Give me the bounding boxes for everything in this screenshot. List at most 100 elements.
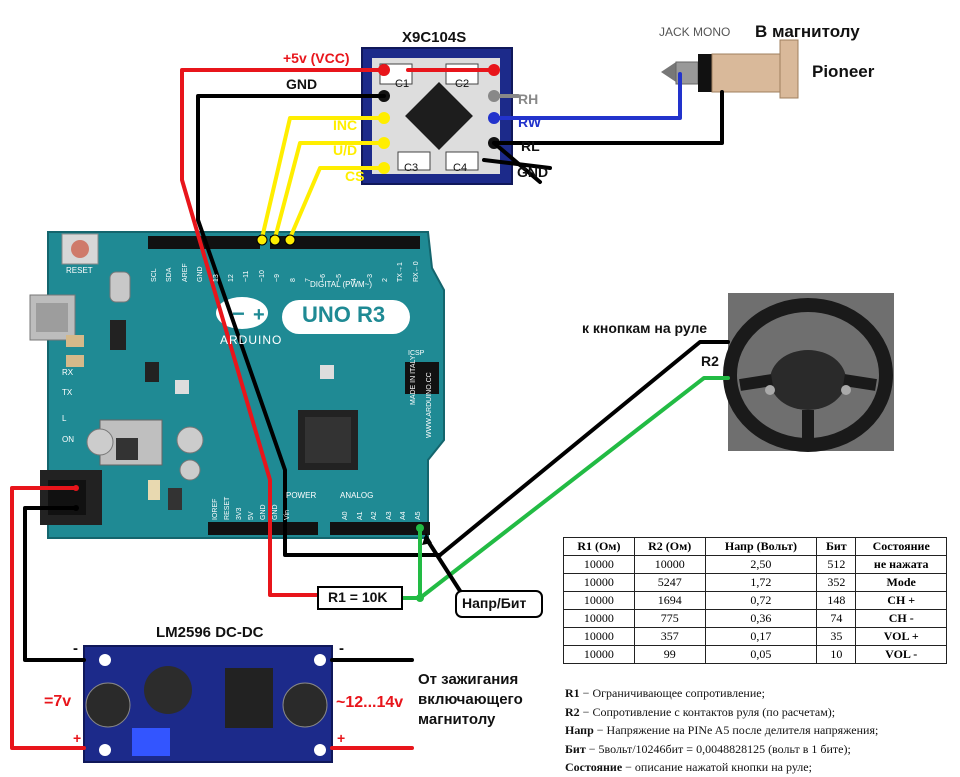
wire-cs	[288, 166, 386, 240]
pin-label: ~6	[320, 274, 328, 282]
label-rw: RW	[518, 114, 542, 130]
legend-item: Напр − Напряжение на PINe A5 после делит…	[565, 721, 955, 740]
wire-rl	[492, 90, 724, 145]
table-cell: 2,50	[704, 555, 818, 574]
table-cell: VOL +	[855, 627, 947, 646]
label-rh: RH	[518, 91, 539, 107]
steering-wheel-image	[723, 293, 894, 452]
ignition-label: От зажигания включающего магнитолу	[418, 670, 523, 730]
ignition-line-1: От зажигания	[418, 671, 519, 688]
label-gnd-top: GND	[286, 76, 318, 92]
legend: R1 − Ограничивающее сопротивление; R2 − …	[565, 684, 955, 777]
pin-label: TX→1	[397, 262, 405, 282]
r1-box	[317, 586, 403, 610]
pin-label: A1	[356, 511, 364, 520]
pin-label: IOREF	[212, 498, 219, 520]
r1-label: R1 = 10K	[328, 589, 388, 605]
board-site-label: WWW.ARDUINO.CC	[426, 372, 433, 438]
pin-label: GND	[197, 266, 205, 282]
table-cell: 10000	[563, 609, 635, 628]
board-on-label: ON	[62, 435, 74, 444]
svg-text:+: +	[253, 304, 265, 326]
legend-item: R2 − Сопротивление с контактов руля (по …	[565, 703, 955, 722]
pin-label: ~9	[274, 274, 282, 282]
pin-label: ~10	[258, 270, 266, 282]
table-cell: CH -	[855, 609, 947, 628]
label-c2: C2	[455, 78, 470, 90]
table-cell: 10000	[633, 555, 706, 574]
pin-label: A0	[342, 511, 349, 520]
table-cell: CH +	[855, 591, 947, 610]
pin-label: 4	[351, 278, 359, 282]
header-napr: Напр (Вольт)	[704, 537, 818, 556]
pin-label: 3V3	[236, 507, 243, 520]
legend-text: − Напряжение на PINe A5 после делителя н…	[593, 723, 879, 737]
legend-item: Бит − 5вольт/10246бит = 0,0048828125 (во…	[565, 740, 955, 759]
legend-text: − 5вольт/10246бит = 0,0048828125 (вольт …	[585, 741, 851, 756]
pin-label: RESET	[224, 496, 231, 520]
jack-label: JACK MONO	[659, 25, 731, 39]
table-cell: 357	[633, 627, 706, 646]
table-cell: 10000	[563, 627, 635, 646]
arduino-board: − +	[29, 231, 445, 539]
radio-label-line2: Pioneer	[812, 62, 875, 81]
board-rx-label: RX	[62, 368, 74, 377]
dcdc-minus-right: -	[339, 640, 344, 657]
table-cell: 775	[633, 609, 706, 628]
board-icsp-label: ICSP	[408, 350, 425, 357]
pin-label: ~3	[366, 274, 374, 282]
napr-label: Напр/Бит	[462, 595, 527, 611]
header-r2: R2 (Ом)	[633, 537, 706, 556]
legend-key: Состояние	[565, 760, 623, 774]
pin-label: GND	[260, 504, 267, 520]
pin-label: 12	[228, 274, 235, 282]
board-tx-label: TX	[62, 388, 73, 397]
table-cell: 5247	[633, 573, 706, 592]
board-model: UNO R3	[302, 302, 386, 327]
pin-label: A4	[400, 511, 407, 520]
dcdc-plus-left: +	[73, 730, 82, 746]
x9c104s-module	[361, 47, 513, 185]
table-cell: 1,72	[704, 573, 818, 592]
wire-ps-plus	[10, 486, 86, 750]
legend-key: Напр	[565, 723, 594, 737]
label-c1: C1	[395, 78, 410, 90]
legend-text: − Сопротивление с контактов руля (по рас…	[579, 704, 836, 719]
pin-label: ~11	[243, 270, 251, 282]
header-bit: Бит	[816, 537, 857, 556]
label-rl: RL	[521, 138, 540, 154]
table-cell: 0,05	[704, 645, 818, 664]
wire-rw	[492, 72, 682, 120]
wire-r2	[418, 376, 730, 600]
legend-key: Бит	[565, 741, 586, 756]
board-l-label: L	[62, 414, 67, 423]
svg-text:−: −	[232, 301, 245, 326]
table-cell: 352	[816, 573, 857, 592]
table-cell: 0,17	[704, 627, 818, 646]
wire-ps-minus	[23, 506, 86, 662]
pin-label: 13	[212, 274, 220, 282]
wire-vcc	[180, 68, 386, 597]
r2-label: R2	[701, 353, 719, 369]
legend-key: R2	[565, 704, 580, 719]
header-state: Состояние	[855, 537, 947, 556]
pin-label: 5V	[248, 511, 255, 520]
pin-label: RX←0	[412, 261, 420, 282]
label-c4: C4	[453, 162, 468, 174]
label-inc: INC	[333, 117, 358, 133]
table-cell: не нажата	[855, 555, 947, 574]
table-cell: VOL -	[855, 645, 947, 664]
legend-item: Состояние − описание нажатой кнопки на р…	[565, 758, 955, 777]
board-power-label: POWER	[286, 491, 317, 500]
table-header-row: R1 (Ом) R2 (Ом) Напр (Вольт) Бит Состоян…	[563, 537, 947, 556]
resistance-table: R1 (Ом) R2 (Ом) Напр (Вольт) Бит Состоян…	[563, 537, 947, 664]
ignition-line-2: включающего	[418, 691, 523, 708]
board-analog-label: ANALOG	[340, 491, 374, 500]
wire-wheel-gnd	[438, 340, 730, 557]
table-cell: 1694	[633, 591, 706, 610]
pin-label: SCL	[151, 268, 158, 282]
